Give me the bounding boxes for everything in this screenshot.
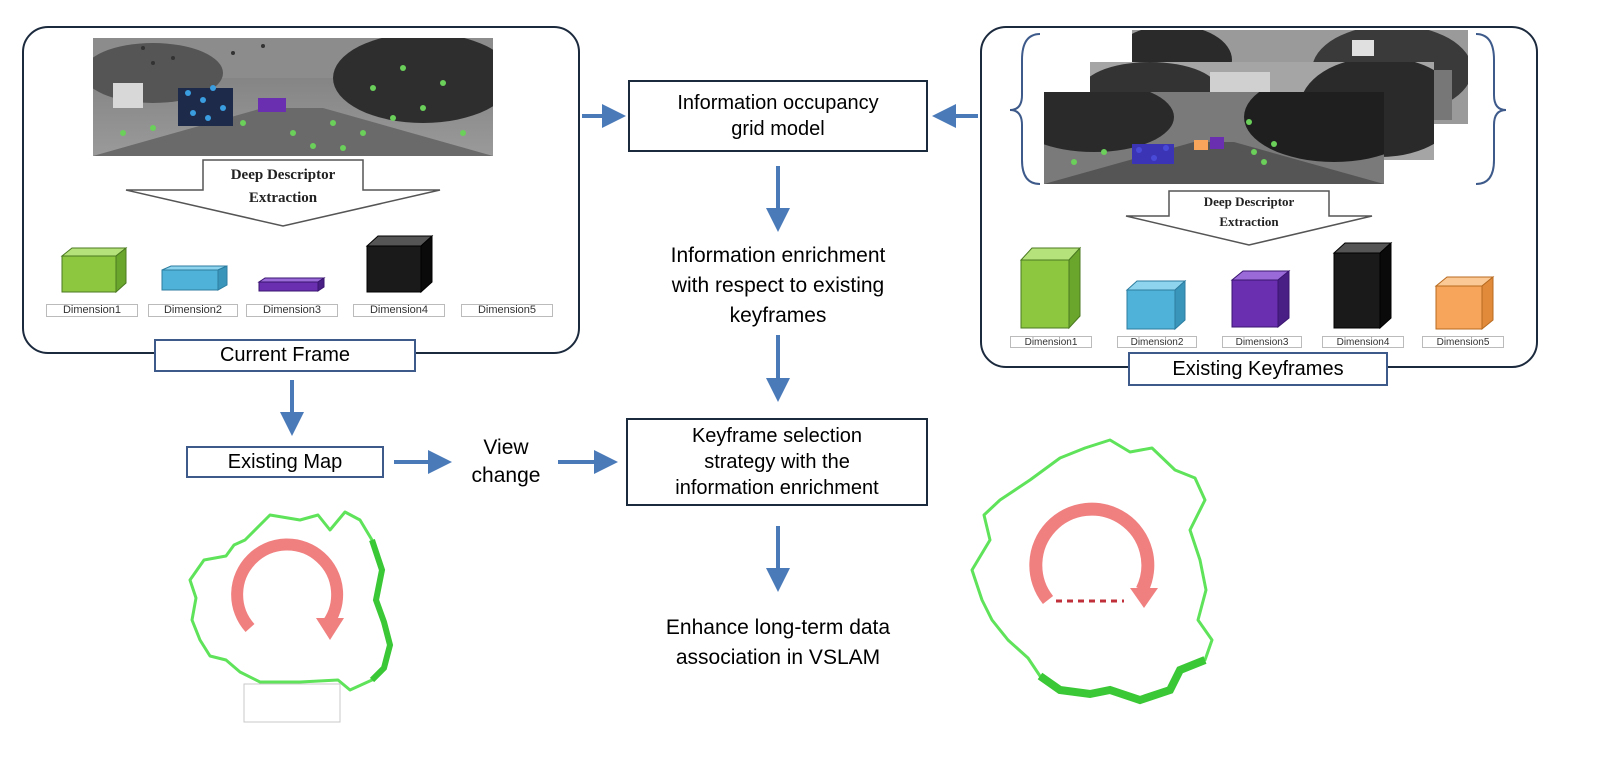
left-loop-arrow [231, 538, 344, 633]
enrichment-line-2: with respect to existing [671, 274, 885, 297]
enhance-text: Enhance long-term data association in VS… [620, 613, 936, 673]
enrichment-line-3: keyframes [729, 304, 827, 327]
occupancy-line-1: Information occupancy [677, 92, 879, 114]
keyframe-image-front [1044, 92, 1384, 184]
right-loop-arrow [1029, 502, 1155, 605]
current-dim4-label: Dimension4 [353, 304, 445, 317]
enrichment-line-1: Information enrichment [670, 244, 886, 267]
selection-line-3: information enrichment [675, 477, 879, 499]
keyframe-dim2-label: Dimension2 [1117, 336, 1197, 348]
selection-line-1: Keyframe selection [691, 425, 863, 447]
current-dim5-label: Dimension5 [461, 304, 553, 317]
occupancy-grid-node: Information occupancy grid model [628, 80, 928, 152]
selection-line-2: strategy with the [704, 451, 850, 473]
keyframe-dim1-label: Dimension1 [1010, 336, 1092, 348]
current-frame-image [93, 38, 493, 156]
existing-map-box: Existing Map [186, 446, 384, 478]
keyframe-dim3-label: Dimension3 [1222, 336, 1302, 348]
keyframe-selection-node: Keyframe selection strategy with the inf… [626, 418, 928, 506]
view-change-line-2: change [471, 464, 541, 487]
map-blank-region [243, 683, 341, 723]
current-dim1-label: Dimension1 [46, 304, 138, 317]
enhance-line-1: Enhance long-term data [665, 616, 891, 639]
occupancy-line-2: grid model [731, 118, 825, 140]
enrichment-text: Information enrichment with respect to e… [620, 241, 936, 331]
keyframe-dim4-label: Dimension4 [1322, 336, 1404, 348]
keyframe-dim5-label: Dimension5 [1422, 336, 1504, 348]
current-dim3-label: Dimension3 [246, 304, 338, 317]
current-frame-title: Current Frame [154, 339, 416, 372]
view-change-line-1: View [483, 436, 529, 459]
current-dim2-label: Dimension2 [148, 304, 238, 317]
enhance-line-2: association in VSLAM [675, 646, 881, 669]
view-change-text: View change [456, 434, 556, 490]
existing-keyframes-title: Existing Keyframes [1128, 352, 1388, 386]
